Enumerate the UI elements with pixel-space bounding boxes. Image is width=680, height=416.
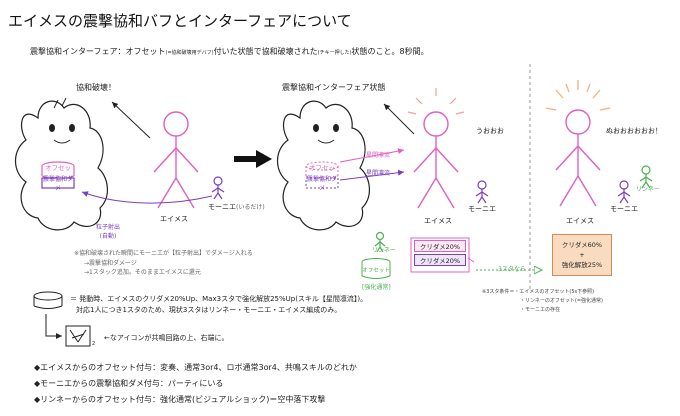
legend-icon-note: ←なアイコンが共鳴回路の上、右端に。 bbox=[104, 334, 229, 342]
right-box-line-3: 強化解放25% bbox=[561, 261, 603, 269]
right-monie-label: モーニエ bbox=[610, 205, 638, 213]
page-subtitle: 震撃協和インターフェア：オフセット(=協和破壊用デバフ)付いた状態で協和破壊され… bbox=[30, 46, 429, 57]
left-buff-stack bbox=[41, 161, 75, 189]
conditions-note: ※3スタ条件＝・エイメスのオフセット(5s下参照) ・リンネーのオフセット(=強… bbox=[482, 288, 603, 315]
mid-arrow-purple bbox=[339, 169, 405, 181]
mid-blob-mouth bbox=[317, 139, 335, 144]
aimes-attack-arrow bbox=[111, 101, 151, 139]
legend-pointer-arrow bbox=[45, 314, 62, 339]
right-aimes-label: エイメス bbox=[566, 217, 594, 225]
left-monie-label: モーニエ(いるだけ) bbox=[208, 202, 265, 212]
note-line-2: →震撃協和ダメージ bbox=[84, 260, 137, 267]
condition-line-1: ※3スタ条件＝・エイメスのオフセット(5s下参照) bbox=[482, 289, 595, 295]
mid-linnie-figure bbox=[374, 231, 386, 253]
right-linnie-label: リンネー bbox=[636, 186, 660, 193]
mid-monie-figure bbox=[475, 180, 489, 204]
left-monie-name: モーニエ bbox=[208, 203, 236, 211]
mid-linnie-label: リンネー bbox=[372, 247, 396, 254]
note-line-3: →1スタック追加。そのままエイメスに還元 bbox=[84, 269, 201, 276]
subtitle-before: 震撃協和インターフェア：オフセット bbox=[30, 47, 166, 56]
mid-buff-stack bbox=[305, 161, 339, 189]
break-mark-2 bbox=[61, 97, 67, 107]
left-monie-figure bbox=[211, 176, 225, 200]
left-blob-eye-1 bbox=[49, 124, 55, 132]
svg-text:2: 2 bbox=[92, 341, 95, 347]
particle-label-main: 粒子射出 bbox=[96, 224, 121, 231]
mid-blob-eye-1 bbox=[313, 124, 319, 132]
mid-linnie-offset-label: オフセット bbox=[362, 268, 390, 274]
left-aimes-label: エイメス bbox=[160, 215, 188, 223]
bullet-aimes: ◆エイメスからのオフセット付与：変奏、通常3or4、ロボ通常3or4、共鳴スキル… bbox=[34, 363, 357, 372]
break-mark-1 bbox=[53, 99, 59, 109]
right-box-line-1: クリダメ60% bbox=[561, 241, 603, 249]
legend-line-1: ＝ 発動時、エイメスのクリダメ20%Up、Max3スタで強化解放25%Up(スキ… bbox=[70, 295, 368, 303]
mid-crit-box-1: クリダメ20% bbox=[414, 240, 466, 252]
bullet-linnie: ◆リンネーからのオフセット付与：強化通常(ビジュアルショック)＝空中落下攻撃 bbox=[34, 395, 326, 404]
mid-box-outline bbox=[410, 237, 470, 273]
mid-linnie-offset bbox=[361, 258, 391, 279]
subtitle-small-1: (=協和破壊用デバフ) bbox=[165, 50, 214, 56]
mid-monie-label: モーニエ bbox=[468, 205, 496, 213]
particle-label-note: (自動) bbox=[99, 233, 117, 240]
legend-buff-icon bbox=[33, 291, 63, 309]
mid-aimes-arrow bbox=[383, 103, 415, 135]
subtitle-middle: 付いた状態で協和破壊された bbox=[213, 47, 318, 56]
mid-heading: 震撃協和インターフェア状態 bbox=[282, 83, 386, 92]
stack-label: 3スタなら bbox=[498, 266, 526, 273]
left-blob-eye-2 bbox=[69, 124, 75, 132]
left-blob-mouth bbox=[53, 139, 71, 144]
mid-shout: うおおお bbox=[476, 127, 504, 135]
right-aimes-figure bbox=[555, 109, 601, 207]
legend-resonance-icon: 2 bbox=[65, 325, 95, 347]
left-buff-label: 震撃協和ダメ bbox=[42, 176, 73, 192]
condition-line-3: ・モーニエの存在 bbox=[520, 307, 561, 313]
page-title: エイメスの震撃協和バフとインターフェアについて bbox=[8, 12, 352, 30]
right-monie-figure bbox=[617, 180, 631, 204]
mid-crit-box-2: クリダメ20% bbox=[414, 254, 466, 266]
subtitle-small-2: (チキー押した) bbox=[317, 50, 352, 56]
mid-linnie-state: [強化通常] bbox=[362, 284, 391, 291]
break-label: 協和破壊！ bbox=[76, 83, 116, 92]
condition-line-2: ・リンネーのオフセット(=強化通常) bbox=[520, 298, 603, 304]
subtitle-after: 状態のこと。8秒間。 bbox=[351, 47, 429, 56]
right-linnie-figure bbox=[639, 165, 653, 189]
right-shout: ぬおおおおおお！ bbox=[606, 127, 662, 135]
mid-sunrays bbox=[407, 88, 465, 115]
legend-line-2: 対応1人につき1スタのため、現状3スタはリンネー・モーニエ・エイメス編成のみ。 bbox=[76, 306, 342, 314]
particle-arrow bbox=[81, 191, 213, 204]
scene-transition-arrow bbox=[234, 150, 272, 168]
mid-aimes-figure bbox=[413, 111, 459, 209]
left-monie-note: (いるだけ) bbox=[236, 204, 265, 211]
mid-arrow1-label: 星間凛流 bbox=[366, 152, 391, 159]
mid-arrow-pink bbox=[339, 148, 405, 163]
left-aimes-figure bbox=[153, 111, 199, 209]
mid-aimes-label: エイメス bbox=[424, 217, 452, 225]
note-line-1: ※協和破壊された瞬間にモーニエが【粒子射出】でダメージ入れる bbox=[74, 250, 253, 257]
mid-box-link bbox=[467, 257, 475, 263]
right-buff-box: クリダメ60% + 強化解放25% bbox=[552, 234, 612, 276]
bullet-monie: ◆モーニエからの震撃協和ダメ付与：パーティにいる bbox=[34, 379, 224, 388]
right-box-line-2: + bbox=[579, 251, 585, 259]
mid-buff-label: 震撃協和ダメ bbox=[306, 176, 337, 192]
right-sunrays bbox=[545, 80, 611, 111]
mid-arrow2-label: 星間凛流 bbox=[366, 170, 391, 177]
particle-label: 粒子射出 (自動) bbox=[96, 222, 120, 240]
mid-blob-eye-2 bbox=[333, 124, 339, 132]
